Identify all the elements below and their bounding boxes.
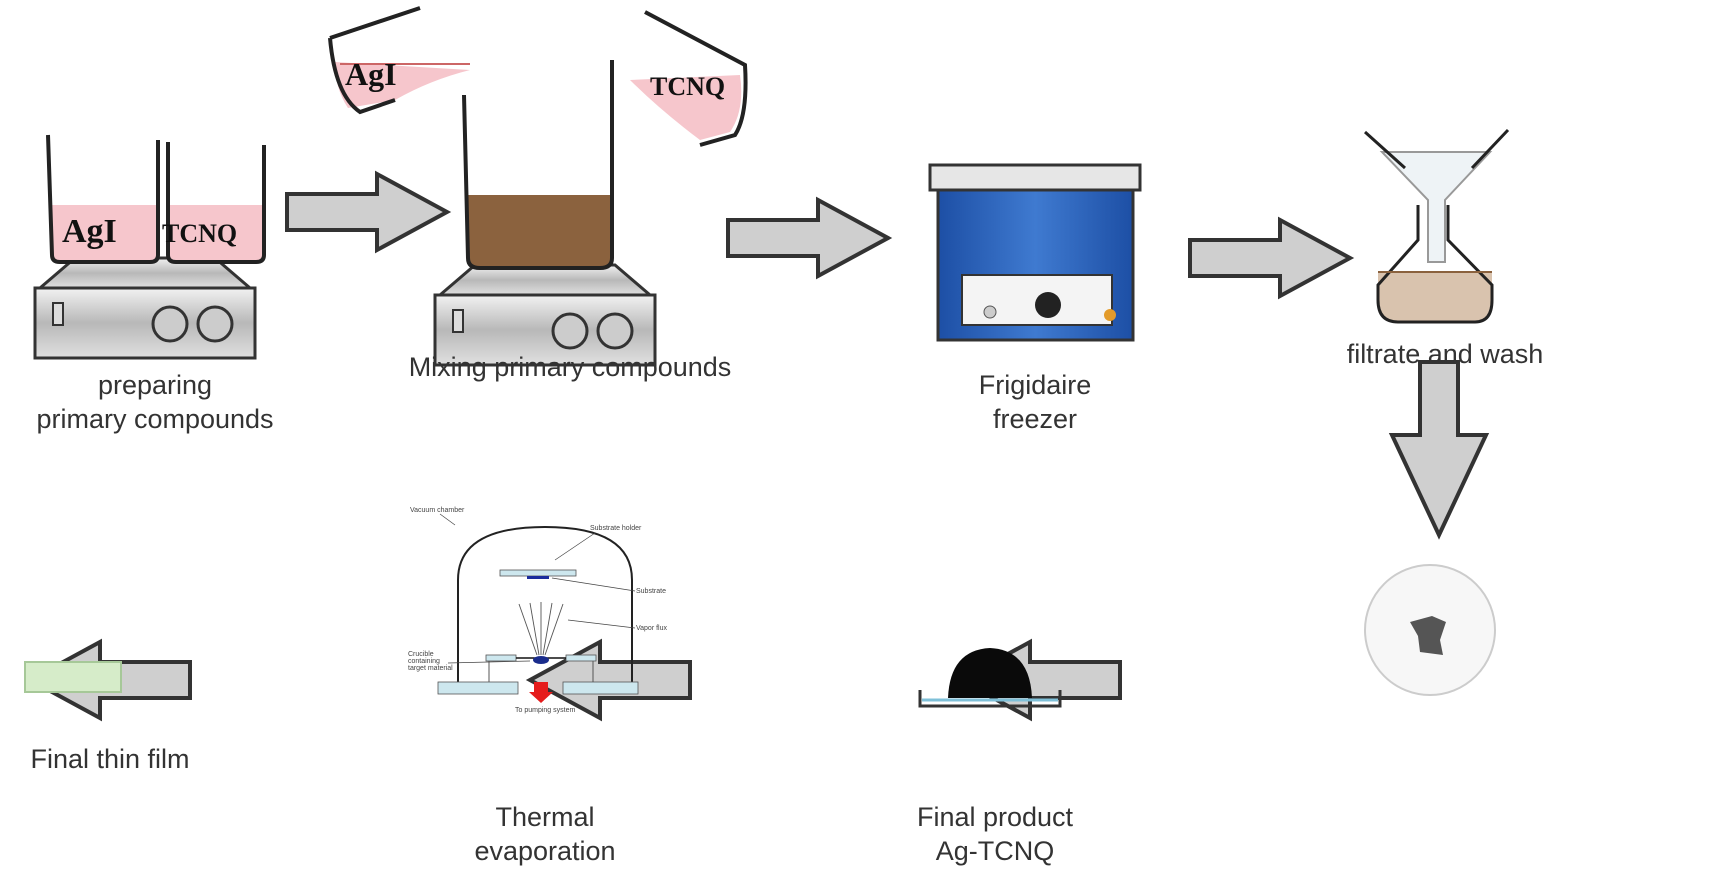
arrow-right-icon <box>726 198 890 278</box>
preparing-apparatus: AgI TCNQ <box>33 134 266 360</box>
label-line: Final thin film <box>30 744 190 774</box>
step-label-thermal: Thermal evaporation <box>400 800 690 868</box>
label-crucible: containing <box>408 658 440 665</box>
arrow-down-icon <box>1388 360 1490 540</box>
label-line: Thermal <box>495 802 595 832</box>
pour-label-tcnq: TCNQ <box>650 72 725 101</box>
step-label-mixing: Mixing primary compounds <box>360 350 780 384</box>
label-line: primary compounds <box>36 404 274 434</box>
label-line: Mixing primary compounds <box>408 352 732 382</box>
step-label-final-product: Final product Ag-TCNQ <box>860 800 1130 868</box>
filter-paper <box>1364 564 1496 696</box>
step-label-preparing: preparing primary compounds <box>0 368 310 436</box>
label-substrate: Substrate <box>636 588 666 595</box>
step-label-filtrate: filtrate and wash <box>1300 337 1590 371</box>
label-crucible: target material <box>408 665 453 672</box>
evaporator-schematic: Vacuum chamber Substrate holder Substrat… <box>408 507 667 714</box>
beaker-label-tcnq: TCNQ <box>162 219 237 248</box>
step-label-thin-film: Final thin film <box>0 742 220 776</box>
label-pumping-system: To pumping system <box>515 707 575 714</box>
thin-film <box>24 661 122 693</box>
label-line: preparing <box>97 370 213 400</box>
label-line: evaporation <box>474 836 616 866</box>
label-line: Frigidaire <box>978 370 1092 400</box>
pour-label-agi: AgI <box>345 56 397 92</box>
final-product-dish <box>918 648 1062 708</box>
step-label-freezer: Frigidaire freezer <box>900 368 1170 436</box>
mixing-apparatus: AgI TCNQ <box>328 6 748 367</box>
arrow-right-icon <box>1188 218 1352 298</box>
label-line: Ag-TCNQ <box>935 836 1055 866</box>
label-line: filtrate and wash <box>1346 339 1544 369</box>
arrow-right-icon <box>285 172 449 252</box>
label-substrate-holder: Substrate holder <box>590 525 642 532</box>
label-line: freezer <box>992 404 1078 434</box>
filter-flask <box>1363 128 1510 324</box>
label-vacuum-chamber: Vacuum chamber <box>410 507 465 514</box>
label-vapor-flux: Vapor flux <box>636 625 667 632</box>
label-crucible: Crucible <box>408 651 434 658</box>
label-line: Final product <box>916 802 1074 832</box>
freezer <box>928 163 1142 342</box>
beaker-label-agi: AgI <box>62 213 117 250</box>
